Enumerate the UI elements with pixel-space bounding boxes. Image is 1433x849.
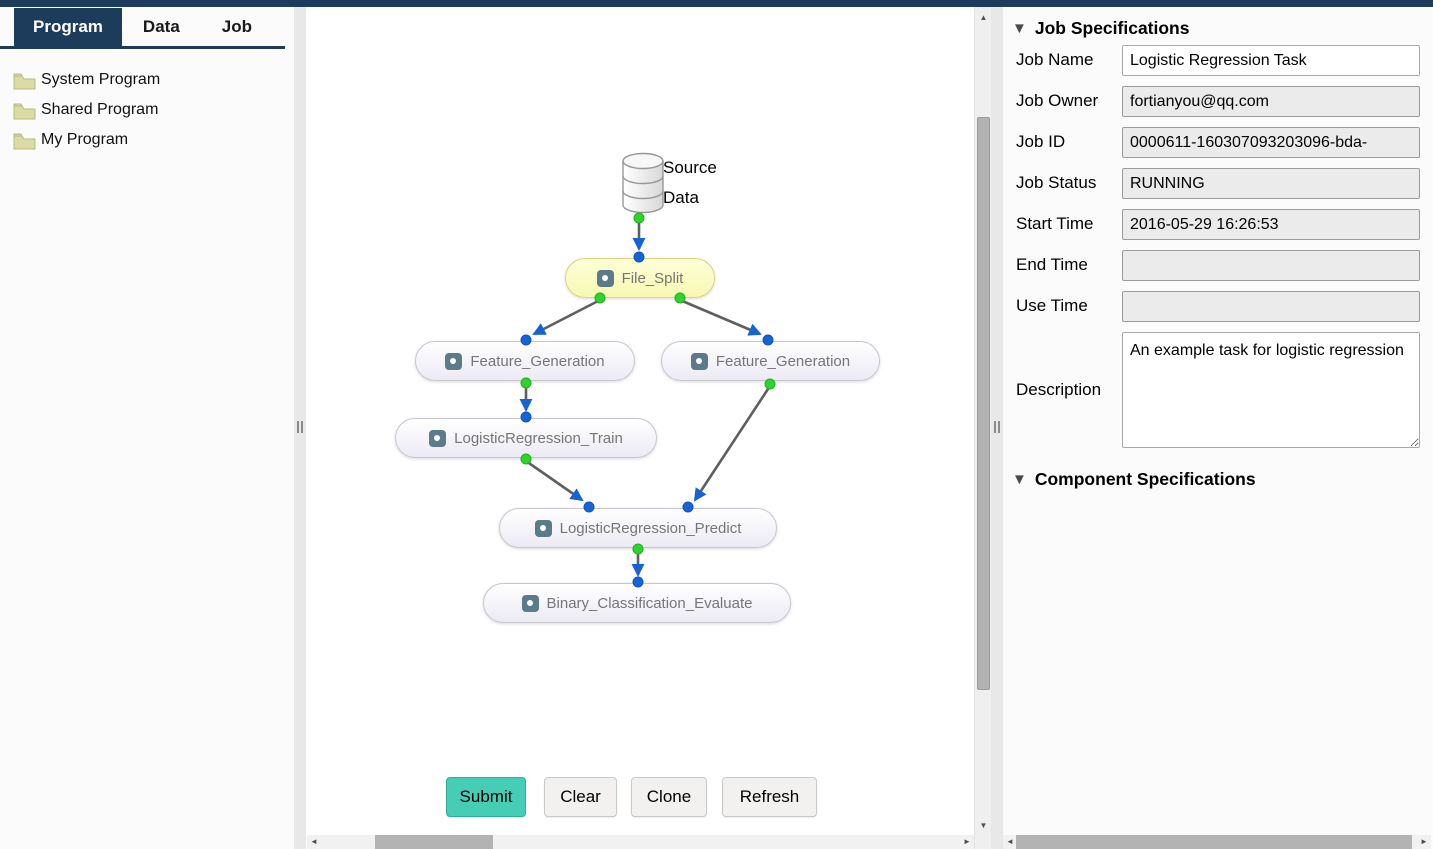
node-feature-generation-right[interactable]: Feature_Generation [661, 341, 880, 381]
job-status-row: Job Status [1003, 168, 1433, 199]
folder-label: System Program [41, 71, 161, 88]
job-specifications-header[interactable]: ▼ Job Specifications [1003, 7, 1433, 45]
node-logisticregression-train[interactable]: LogisticRegression_Train [395, 418, 657, 458]
canvas-vertical-scrollbar[interactable]: ▲ ▼ [974, 7, 991, 849]
node-feature-generation-left[interactable]: Feature_Generation [415, 341, 635, 381]
node-label: Binary_Classification_Evaluate [546, 594, 753, 612]
canvas-horizontal-scrollbar[interactable]: ◄ ► [307, 835, 974, 849]
left-splitter-handle[interactable] [294, 7, 306, 849]
description-row: Description An example task for logistic… [1003, 332, 1433, 448]
folder-icon [13, 133, 36, 149]
end-time-field[interactable] [1122, 250, 1420, 281]
sidebar-tabs: Program Data Job [0, 7, 293, 46]
job-status-field[interactable] [1122, 168, 1420, 199]
section-title: Component Specifications [1034, 469, 1256, 489]
folder-icon [13, 73, 36, 89]
sidebar-item-system-program[interactable]: System Program [0, 65, 293, 95]
collapse-triangle-icon[interactable]: ▼ [1012, 471, 1027, 488]
sidebar-item-my-program[interactable]: My Program [0, 125, 293, 155]
right-splitter-handle[interactable] [991, 7, 1003, 849]
node-binary-classification-evaluate[interactable]: Binary_Classification_Evaluate [483, 583, 791, 623]
scroll-left-icon[interactable]: ◄ [1006, 837, 1014, 846]
job-owner-row: Job Owner [1003, 86, 1433, 117]
end-time-label: End Time [1016, 255, 1088, 274]
node-label: LogisticRegression_Predict [559, 519, 742, 537]
source-data-label-line1: Source [663, 158, 717, 177]
panel-hscroll-thumb[interactable] [1016, 835, 1412, 849]
collapse-triangle-icon[interactable]: ▼ [1012, 20, 1027, 37]
source-data-label-line2: Data [663, 188, 699, 207]
description-textarea[interactable]: An example task for logistic regression [1122, 332, 1420, 448]
node-label: Feature_Generation [715, 352, 851, 370]
folder-icon [13, 103, 36, 119]
start-time-field[interactable] [1122, 209, 1420, 240]
tab-data[interactable]: Data [142, 17, 180, 36]
splitter-grip-icon [297, 421, 303, 433]
scroll-right-icon[interactable]: ► [963, 837, 971, 846]
tab-underline [0, 46, 285, 49]
component-specifications-header[interactable]: ▼ Component Specifications [1003, 458, 1433, 496]
node-label: Feature_Generation [470, 352, 605, 370]
folder-label: Shared Program [41, 101, 159, 118]
start-time-label: Start Time [1016, 214, 1094, 233]
panel-horizontal-scrollbar[interactable]: ◄ ► [1003, 835, 1431, 849]
job-owner-label: Job Owner [1016, 91, 1099, 110]
component-icon [445, 352, 463, 370]
node-logisticregression-predict[interactable]: LogisticRegression_Predict [499, 508, 777, 548]
splitter-grip-icon [994, 421, 1000, 433]
node-label: File_Split [621, 269, 684, 287]
node-file-split[interactable]: File_Split [565, 258, 715, 298]
job-owner-field[interactable] [1122, 86, 1420, 117]
app-window: Program Data Job System Program Shared P… [0, 7, 1433, 849]
canvas-vscroll-thumb[interactable] [977, 117, 990, 690]
start-time-row: Start Time [1003, 209, 1433, 240]
refresh-button[interactable]: Refresh [722, 777, 817, 817]
scroll-up-icon[interactable]: ▲ [979, 13, 988, 22]
job-name-label: Job Name [1016, 50, 1094, 69]
scroll-right-icon[interactable]: ► [1420, 837, 1428, 846]
program-folder-list: System Program Shared Program My Program [0, 65, 293, 155]
sidebar-item-shared-program[interactable]: Shared Program [0, 95, 293, 125]
node-label: LogisticRegression_Train [454, 429, 623, 447]
scroll-left-icon[interactable]: ◄ [310, 837, 318, 846]
canvas-action-buttons: Submit Clear Clone Refresh [446, 777, 817, 817]
job-id-field[interactable] [1122, 127, 1420, 158]
job-id-row: Job ID [1003, 127, 1433, 158]
description-label: Description [1016, 380, 1102, 399]
section-title: Job Specifications [1034, 18, 1190, 38]
component-icon [521, 594, 539, 612]
use-time-label: Use Time [1016, 296, 1088, 315]
database-icon[interactable] [621, 151, 665, 215]
use-time-field[interactable] [1122, 291, 1420, 322]
canvas-hscroll-thumb[interactable] [375, 835, 493, 849]
top-accent-bar [0, 0, 1433, 7]
use-time-row: Use Time [1003, 291, 1433, 322]
component-icon [534, 519, 552, 537]
component-icon [429, 429, 447, 447]
end-time-row: End Time [1003, 250, 1433, 281]
clone-button[interactable]: Clone [631, 777, 707, 817]
job-id-label: Job ID [1016, 132, 1066, 151]
scroll-down-icon[interactable]: ▼ [979, 821, 988, 830]
job-name-row: Job Name [1003, 45, 1433, 76]
job-name-input[interactable] [1122, 45, 1420, 76]
tab-job[interactable]: Job [221, 17, 253, 36]
workflow-canvas: Source Data File_Split Feature_Generatio… [306, 7, 974, 849]
submit-button[interactable]: Submit [446, 777, 526, 817]
folder-label: My Program [41, 131, 129, 148]
source-data-label: Source Data [663, 153, 717, 213]
tab-program[interactable]: Program [14, 8, 122, 46]
component-icon [690, 352, 708, 370]
job-status-label: Job Status [1016, 173, 1097, 192]
clear-button[interactable]: Clear [544, 777, 617, 817]
job-specifications-panel: ▼ Job Specifications Job Name Job Owner … [1003, 7, 1433, 849]
sidebar: Program Data Job System Program Shared P… [0, 7, 293, 849]
component-icon [596, 269, 614, 287]
